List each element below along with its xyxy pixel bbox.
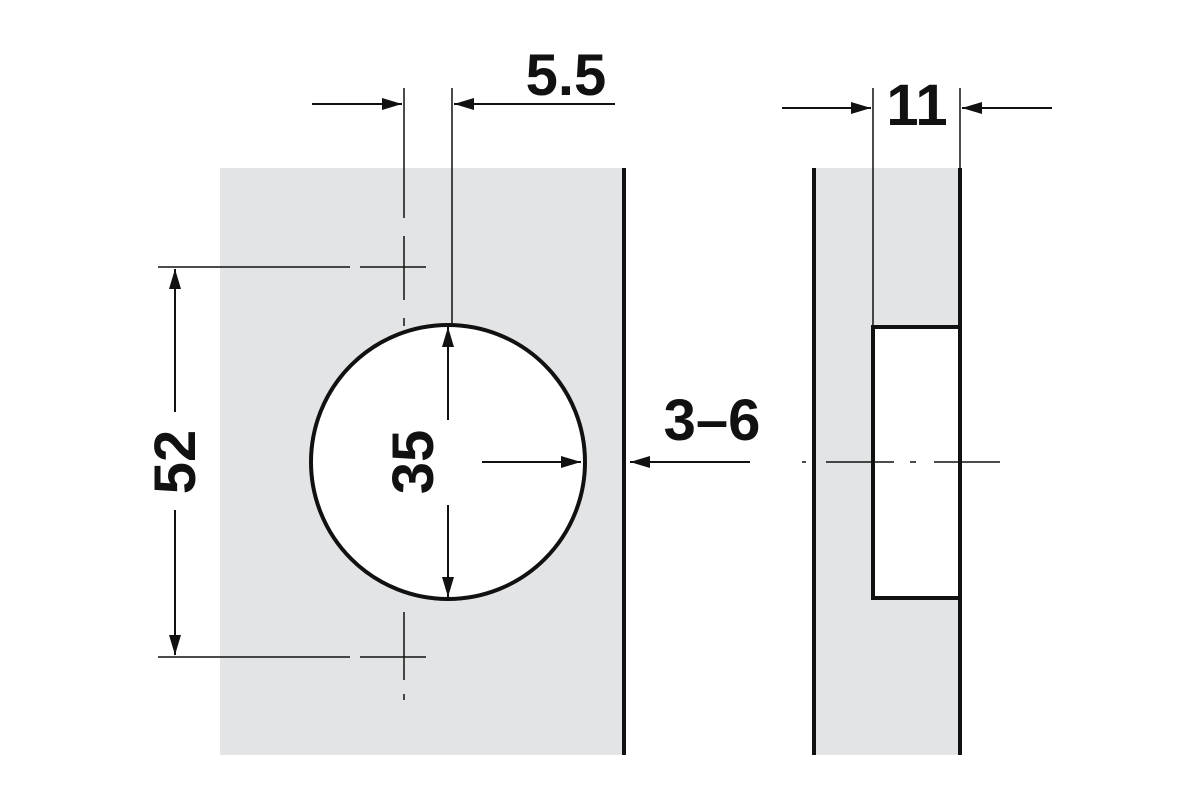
- offset-dimension: [312, 88, 615, 326]
- screw-spacing-label: 52: [143, 430, 208, 495]
- cup-depth-dimension: [782, 88, 1052, 327]
- screw-center-mark-bottom: [360, 612, 426, 700]
- side-view: 11: [782, 73, 1052, 755]
- cup-depth-label: 11: [886, 73, 947, 138]
- front-view: 5.5 52 35 3–6: [143, 43, 760, 755]
- screw-spacing-dimension: [158, 266, 350, 658]
- edge-distance-label: 3–6: [664, 388, 761, 453]
- screw-center-mark-top: [360, 236, 426, 326]
- cup-diameter-label: 35: [381, 430, 446, 495]
- offset-dimension-label: 5.5: [526, 43, 607, 108]
- cup-hole: [309, 323, 587, 601]
